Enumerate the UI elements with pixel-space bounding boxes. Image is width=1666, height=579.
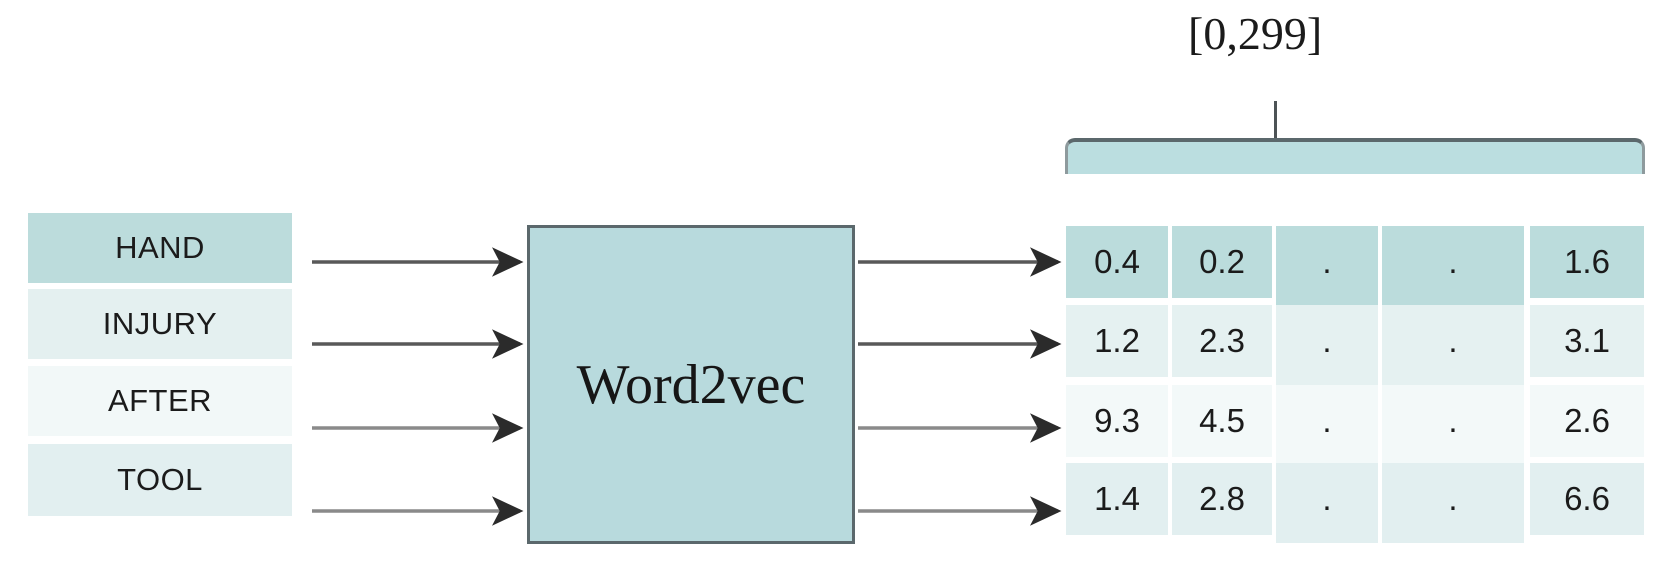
- matrix-cell: 9.3: [1066, 385, 1168, 457]
- matrix-cell: 2.3: [1172, 305, 1272, 377]
- word-cell-after: AFTER: [28, 366, 292, 436]
- matrix-cell-ellipsis: .: [1382, 305, 1524, 385]
- dimension-range-label: [0,299]: [1188, 8, 1323, 59]
- table-row: 9.3 4.5 . . 2.6: [1066, 385, 1644, 465]
- word-label: TOOL: [117, 462, 203, 497]
- matrix-cell-ellipsis: .: [1382, 463, 1524, 543]
- tick-mark-icon: [1274, 101, 1277, 140]
- matrix-cell-ellipsis: .: [1276, 385, 1378, 465]
- table-row: 1.4 2.8 . . 6.6: [1066, 463, 1644, 543]
- matrix-cell-ellipsis: .: [1276, 226, 1378, 306]
- matrix-cell-ellipsis: .: [1382, 226, 1524, 306]
- matrix-cell: 6.6: [1530, 463, 1644, 535]
- matrix-cell: 4.5: [1172, 385, 1272, 457]
- table-row: 1.2 2.3 . . 3.1: [1066, 305, 1644, 385]
- matrix-cell: 2.8: [1172, 463, 1272, 535]
- matrix-cell: 2.6: [1530, 385, 1644, 457]
- matrix-cell: 0.4: [1066, 226, 1168, 298]
- matrix-cell-ellipsis: .: [1276, 463, 1378, 543]
- matrix-cell: 1.6: [1530, 226, 1644, 298]
- word2vec-model-box: Word2vec: [527, 225, 855, 544]
- word-list: HAND INJURY AFTER TOOL: [28, 213, 292, 516]
- output-arrows-group: [858, 247, 1062, 526]
- matrix-cell-ellipsis: .: [1382, 385, 1524, 465]
- word-cell-injury: INJURY: [28, 289, 292, 359]
- word-label: INJURY: [102, 306, 218, 341]
- word2vec-label: Word2vec: [576, 353, 806, 416]
- word-cell-tool: TOOL: [28, 444, 292, 516]
- matrix-cell-ellipsis: .: [1276, 305, 1378, 385]
- word-cell-hand: HAND: [28, 213, 292, 283]
- matrix-cell: 1.4: [1066, 463, 1168, 535]
- matrix-cell: 0.2: [1172, 226, 1272, 298]
- input-arrows-group: [312, 247, 524, 526]
- table-row: 0.4 0.2 . . 1.6: [1066, 226, 1644, 306]
- word-label: AFTER: [107, 383, 213, 418]
- bracket-icon: [1065, 138, 1645, 174]
- embedding-matrix: 0.4 0.2 . . 1.6 1.2 2.3 . . 3.1 9.3 4.5 …: [1066, 226, 1644, 543]
- word-label: HAND: [115, 230, 205, 265]
- matrix-cell: 1.2: [1066, 305, 1168, 377]
- matrix-cell: 3.1: [1530, 305, 1644, 377]
